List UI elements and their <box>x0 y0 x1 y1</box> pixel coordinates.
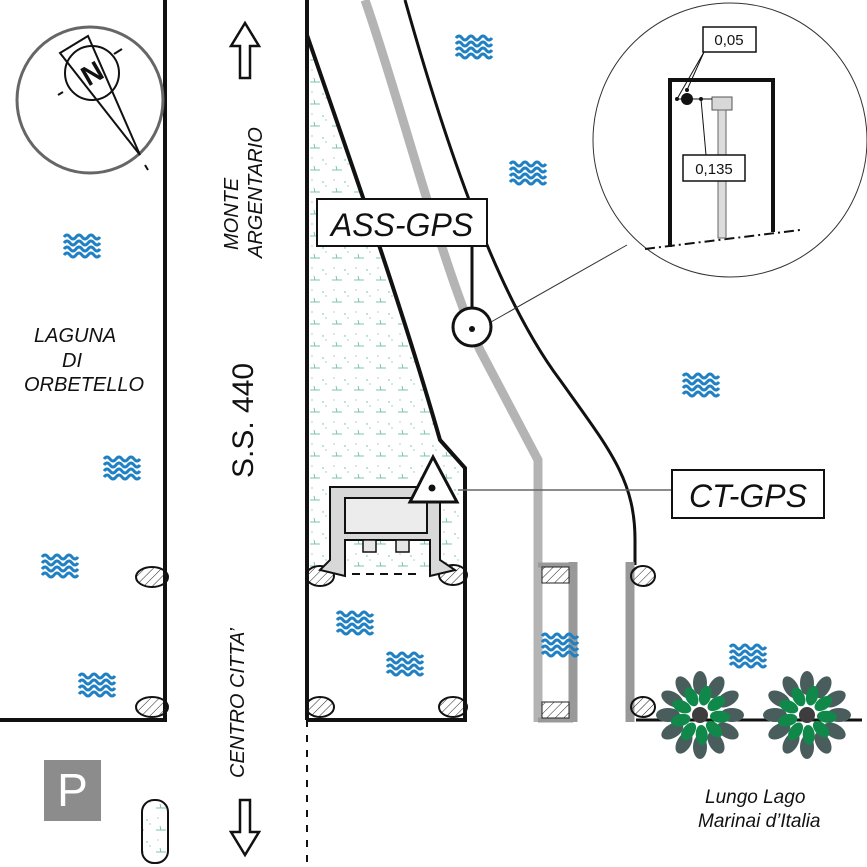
road-right-edge <box>305 0 467 867</box>
label-monte: MONTE <box>221 177 243 250</box>
label-road: S.S. 440 <box>227 363 260 478</box>
parking-sign: P <box>44 760 101 821</box>
green-area <box>309 40 465 570</box>
label-marinai: Marinai d’Italia <box>698 811 821 832</box>
road-left-edge <box>0 0 167 722</box>
dimension-label: 0,135 <box>695 161 733 178</box>
label-centro-citta: CENTRO CITTA’ <box>227 627 249 778</box>
label-lungo-lago: Lungo Lago <box>705 787 805 808</box>
label-argentario: ARGENTARIO <box>245 127 267 259</box>
arrow-down-icon <box>228 798 262 858</box>
dimension-label: 0,05 <box>714 32 743 49</box>
arrow-up-icon <box>228 20 262 80</box>
triangle-marker-icon <box>407 453 460 504</box>
bollards <box>135 564 656 718</box>
building <box>318 486 458 578</box>
compass-rose: N <box>15 25 165 175</box>
trees <box>656 671 851 759</box>
detail-inset: 0,05 0,135 <box>592 2 867 278</box>
station-label: ASS-GPS <box>329 207 473 243</box>
station-ct-gps[interactable]: CT-GPS <box>407 453 825 519</box>
station-label: CT-GPS <box>689 478 807 514</box>
label-laguna: LAGUNA <box>34 325 116 347</box>
label-di: DI <box>62 350 82 372</box>
station-ass-gps[interactable]: ASS-GPS <box>316 198 628 348</box>
label-orbetello: ORBETELLO <box>24 374 144 396</box>
planter <box>141 799 169 864</box>
